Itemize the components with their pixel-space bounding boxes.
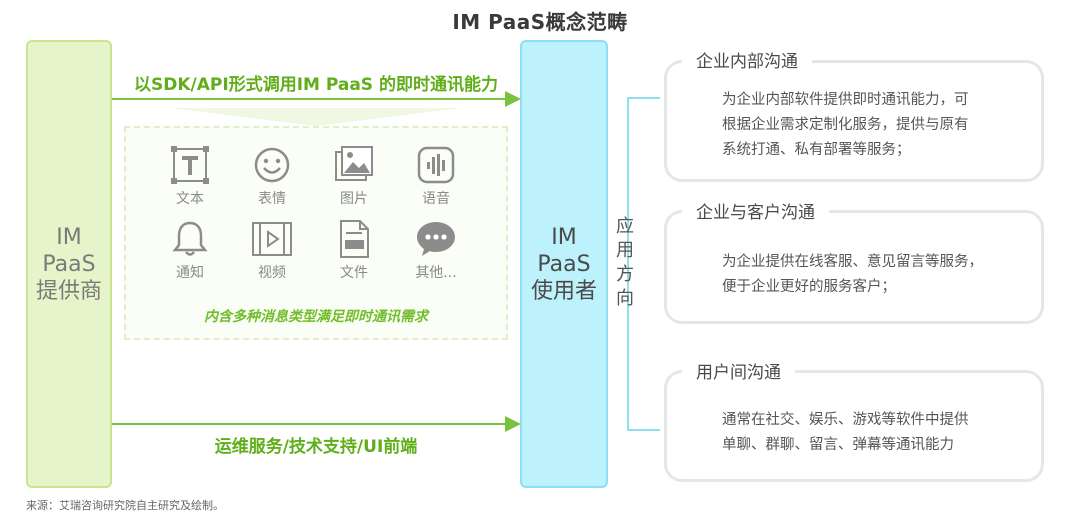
description-line: 系统打通、私有部署等服务； (722, 142, 911, 158)
application-box-customer (664, 210, 1044, 324)
direction-char: 方 (616, 264, 634, 285)
provider-label-line1: IM (56, 224, 82, 250)
top-arrow-label: 以SDK/API形式调用IM PaaS 的即时通讯能力 (134, 75, 498, 95)
application-title: 用户间沟通 (682, 358, 795, 383)
provider-column: IM PaaS 提供商 (26, 40, 112, 488)
description-line: 便于企业更好的服务客户； (722, 279, 896, 295)
application-title: 企业与客户沟通 (682, 198, 829, 223)
voice-icon (417, 146, 455, 184)
bottom-arrow-label: 运维服务/技术支持/UI前端 (214, 437, 418, 457)
message-type-label: 表情 (258, 191, 286, 207)
message-type-label: 通知 (176, 265, 204, 281)
text-icon (171, 146, 209, 184)
user-label-line2: PaaS (537, 251, 591, 277)
chat-bubble-icon (417, 222, 455, 256)
message-type-image: 图片 (314, 146, 394, 208)
direction-char: 应 (616, 216, 634, 237)
message-type-label: 文本 (176, 191, 204, 207)
user-label-line1: IM (551, 224, 577, 250)
bell-icon (172, 221, 208, 256)
image-icon (335, 146, 373, 181)
user-column: IM PaaS 使用者 (520, 40, 608, 488)
description-line: 单聊、群聊、留言、弹幕等通讯能力 (722, 437, 954, 453)
source-note: 来源：艾瑞咨询研究院自主研究及绘制。 (26, 499, 224, 512)
message-type-label: 语音 (422, 191, 450, 207)
message-type-label: 其他... (415, 265, 457, 281)
application-box-internal (664, 60, 1044, 182)
description-line: 通常在社交、娱乐、游戏等软件中提供 (722, 412, 969, 428)
user-label-line3: 使用者 (530, 278, 597, 304)
video-icon (252, 222, 292, 256)
application-description: 为企业提供在线客服、意见留言等服务， 便于企业更好的服务客户； (722, 250, 1022, 300)
application-title: 企业内部沟通 (682, 47, 812, 72)
message-type-label: 视频 (258, 265, 286, 281)
direction-char: 用 (616, 240, 634, 261)
message-type-file: 文件 (314, 220, 394, 282)
message-type-label: 图片 (340, 191, 368, 207)
message-type-emoji: 表情 (232, 146, 312, 208)
message-type-voice: 语音 (396, 146, 476, 208)
message-type-other: 其他... (396, 220, 476, 282)
description-line: 根据企业需求定制化服务，提供与原有 (722, 117, 969, 133)
message-type-notification: 通知 (150, 220, 230, 282)
application-box-user (664, 370, 1044, 482)
emoji-icon (254, 147, 290, 183)
file-icon (340, 220, 369, 258)
provider-label-line2: PaaS (42, 251, 96, 277)
direction-char: 向 (616, 288, 634, 309)
provider-label-line3: 提供商 (35, 278, 102, 304)
message-type-video: 视频 (232, 220, 312, 282)
message-type-label: 文件 (340, 265, 368, 281)
message-type-text: 文本 (150, 146, 230, 208)
description-line: 为企业内部软件提供即时通讯能力，可 (722, 92, 969, 108)
direction-bracket (627, 97, 660, 431)
message-types-note: 内含多种消息类型满足即时通讯需求 (204, 309, 428, 325)
funnel-shape (170, 108, 462, 126)
description-line: 为企业提供在线客服、意见留言等服务， (722, 254, 983, 270)
direction-label: 应 用 方 向 (614, 215, 636, 311)
application-description: 通常在社交、娱乐、游戏等软件中提供 单聊、群聊、留言、弹幕等通讯能力 (722, 408, 1022, 458)
page-title: IM PaaS概念范畴 (452, 10, 628, 34)
application-description: 为企业内部软件提供即时通讯能力，可 根据企业需求定制化服务，提供与原有 系统打通… (722, 88, 1022, 163)
